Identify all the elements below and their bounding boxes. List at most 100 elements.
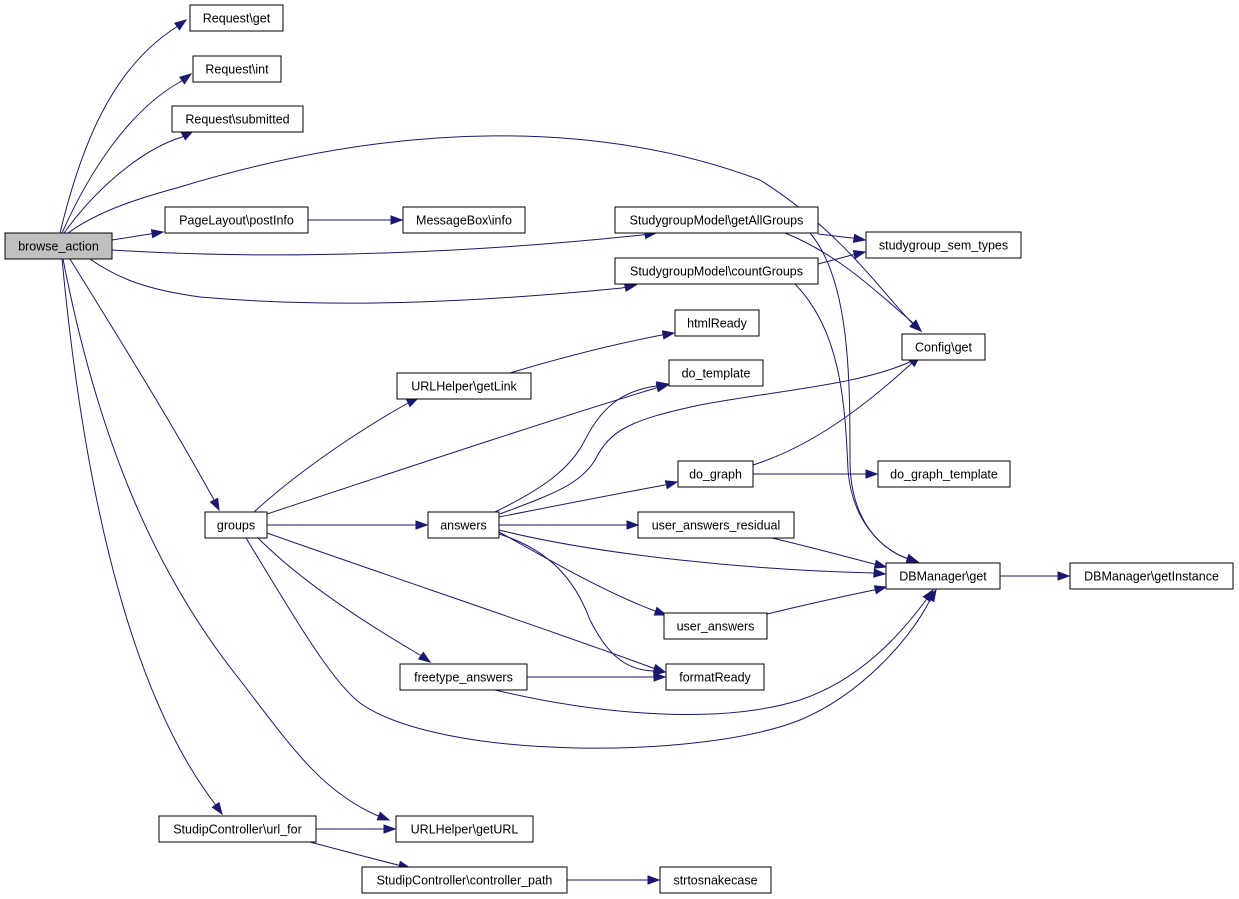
node-box <box>614 257 819 285</box>
node-label: Config\get <box>915 341 973 355</box>
edge-groups-to-dbmanager_get <box>245 537 937 749</box>
edge-line <box>794 283 907 559</box>
edge-line <box>59 27 176 234</box>
edge-getallgroups-to-sem_types <box>817 233 867 243</box>
arrowhead-icon <box>623 282 638 293</box>
edge-answers-to-user_answers <box>498 531 668 616</box>
arrowhead-icon <box>909 319 923 333</box>
edge-answers-to-do_template <box>494 381 670 513</box>
node-getallgroups[interactable]: StudygroupModel\getAllGroups <box>614 206 819 234</box>
edge-browse_action-to-req_get <box>59 19 188 234</box>
node-msgbox-info[interactable]: MessageBox\info <box>402 206 526 234</box>
node-label: MessageBox\info <box>416 214 512 228</box>
node-do-graph-template[interactable]: do_graph_template <box>877 460 1011 488</box>
edge-line <box>111 233 151 241</box>
call-graph-edges <box>59 19 1071 885</box>
node-box <box>668 359 764 387</box>
arrowhead-icon <box>905 553 920 563</box>
node-label: user_answers <box>677 620 755 634</box>
node-url-for[interactable]: StudipController\url_for <box>158 815 317 843</box>
arrowhead-icon <box>383 824 397 834</box>
edge-line <box>309 841 399 866</box>
node-label: Request\get <box>203 12 271 26</box>
edge-line <box>63 136 183 234</box>
node-formatready[interactable]: formatReady <box>665 663 765 691</box>
node-box <box>4 232 113 260</box>
edge-do_graph-to-config_get <box>752 355 922 466</box>
node-user-answers[interactable]: user_answers <box>663 612 768 640</box>
edge-browse_action-to-req_submitted <box>63 130 195 234</box>
node-groups[interactable]: groups <box>204 511 268 539</box>
node-strtosnakecase[interactable]: strtosnakecase <box>659 866 772 894</box>
node-dbmanager-getinstance[interactable]: DBManager\getInstance <box>1069 562 1234 590</box>
node-box <box>901 333 986 361</box>
node-freetype-answers[interactable]: freetype_answers <box>399 663 528 691</box>
node-box <box>637 511 795 539</box>
edge-line <box>257 537 421 656</box>
node-req-get[interactable]: Request\get <box>189 4 284 32</box>
edge-line <box>498 531 656 612</box>
edge-line <box>245 537 931 749</box>
node-dbmanager-get[interactable]: DBManager\get <box>885 562 1001 590</box>
node-box <box>663 612 768 640</box>
node-label: formatReady <box>679 671 751 685</box>
node-urlhelper-getlink[interactable]: URLHelper\getLink <box>396 372 532 400</box>
edge-getallgroups-to-config_get <box>784 232 923 333</box>
edge-line <box>771 537 875 565</box>
edge-user_answers_residual-to-dbmanager_get <box>771 537 888 569</box>
arrowhead-icon <box>1057 571 1071 581</box>
node-config-get[interactable]: Config\get <box>901 333 986 361</box>
edge-line <box>498 484 666 518</box>
node-htmlready[interactable]: htmlReady <box>674 309 760 337</box>
edge-line <box>111 234 643 256</box>
node-label: strtosnakecase <box>673 874 757 888</box>
edge-url_for-to-urlhelper_geturl <box>316 824 397 834</box>
edge-line-tail <box>375 814 379 817</box>
arrowhead-icon <box>655 381 670 391</box>
edge-line <box>67 135 913 324</box>
node-countgroups[interactable]: StudygroupModel\countGroups <box>614 257 819 285</box>
edge-postinfo-to-msgbox_info <box>308 215 404 225</box>
edge-line <box>253 402 409 513</box>
node-box <box>677 460 754 488</box>
edge-url_for-to-controller_path <box>309 841 412 870</box>
edge-line <box>494 385 657 513</box>
edge-line <box>61 258 216 805</box>
node-box <box>614 206 819 234</box>
node-urlhelper-geturl[interactable]: URLHelper\getURL <box>395 815 534 843</box>
node-req-int[interactable]: Request\int <box>192 55 282 83</box>
node-do-graph[interactable]: do_graph <box>677 460 754 488</box>
call-graph-nodes: browse_action Request\getRequest\intReque… <box>4 4 1234 894</box>
edge-line <box>499 360 913 515</box>
arrowhead-icon <box>415 520 429 530</box>
edge-line <box>498 533 654 672</box>
edge-browse_action-to-urlhelper_geturl <box>62 258 391 821</box>
arrowhead-icon <box>852 250 867 260</box>
node-postinfo[interactable]: PageLayout\postInfo <box>164 206 309 234</box>
edge-line <box>766 589 875 615</box>
node-answers[interactable]: answers <box>427 511 500 539</box>
node-label: URLHelper\getURL <box>411 823 519 837</box>
node-box <box>877 460 1011 488</box>
arrowhead-icon <box>626 520 640 530</box>
node-sem-types[interactable]: studygroup_sem_types <box>865 231 1022 259</box>
node-do-template[interactable]: do_template <box>668 359 764 387</box>
arrowhead-icon <box>211 801 223 816</box>
edge-freetype_answers-to-dbmanager_get <box>494 588 934 715</box>
edge-groups-to-freetype_answers <box>257 537 432 663</box>
node-controller-path[interactable]: StudipController\controller_path <box>361 866 568 894</box>
node-box <box>396 372 532 400</box>
node-box <box>865 231 1022 259</box>
arrowhead-icon <box>390 215 404 225</box>
node-browse-action[interactable]: browse_action <box>4 232 113 260</box>
node-req-submitted[interactable]: Request\submitted <box>171 105 304 133</box>
arrowhead-icon <box>417 651 432 663</box>
node-user-answers-residual[interactable]: user_answers_residual <box>637 511 795 539</box>
arrowhead-icon <box>653 666 667 676</box>
node-box <box>158 815 317 843</box>
edge-browse_action-to-getallgroups <box>111 229 658 256</box>
node-box <box>885 562 1001 590</box>
edge-urlhelper_getlink-to-htmlready <box>509 330 676 374</box>
edge-do_graph-to-do_graph_template <box>753 469 879 479</box>
edge-line <box>62 258 377 816</box>
